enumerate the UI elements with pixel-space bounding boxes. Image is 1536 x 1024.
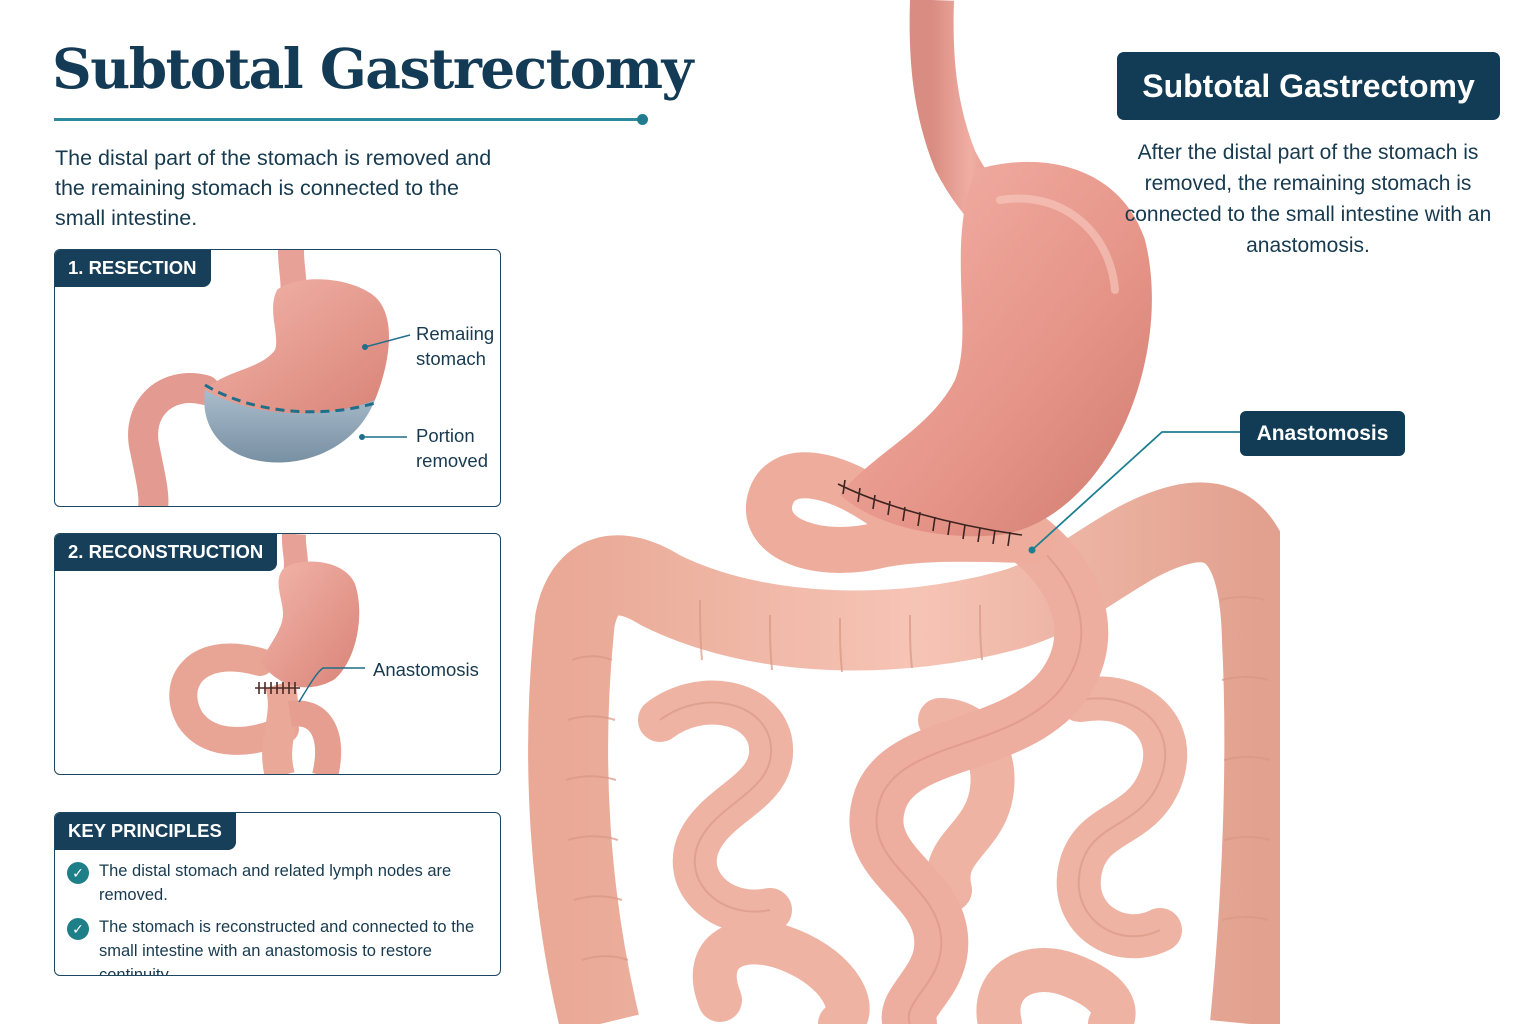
intro-text: The distal part of the stomach is remove…: [55, 146, 492, 230]
reconstruction-panel: 2. RECONSTRUCTION Anastomosis: [54, 533, 501, 775]
principle-item: ✓ The distal stomach and related lymph n…: [67, 859, 494, 907]
main-digestive-illustration: [528, 0, 1280, 1024]
key-principles-tag: KEY PRINCIPLES: [55, 813, 236, 850]
principles-list: ✓ The distal stomach and related lymph n…: [67, 859, 494, 975]
page-title: Subtotal Gastrectomy: [52, 36, 694, 101]
anastomosis-small-label: Anastomosis: [373, 659, 479, 680]
resection-tag: 1. RESECTION: [55, 250, 211, 287]
check-circle-icon: ✓: [67, 862, 89, 884]
key-principles-panel: KEY PRINCIPLES ✓ The distal stomach and …: [54, 812, 501, 976]
remaining-stomach-label: Remaiing stomach: [416, 323, 495, 369]
reconstruction-illustration: [169, 534, 365, 774]
portion-removed-label: Portion removed: [416, 425, 488, 471]
resection-panel: 1. RESECTION Remaiing stomach Portion re…: [54, 249, 501, 507]
main-title-badge: Subtotal Gastrectomy: [1117, 52, 1500, 120]
check-circle-icon: ✓: [67, 918, 89, 940]
main-description: After the distal part of the stomach is …: [1124, 141, 1492, 257]
resection-illustration: [128, 250, 411, 506]
anastomosis-badge: Anastomosis: [1240, 411, 1405, 456]
principle-item: ✓ The stomach is reconstructed and conne…: [67, 915, 494, 975]
title-underline-dot: [637, 114, 648, 125]
title-underline: [54, 118, 642, 121]
reconstruction-tag: 2. RECONSTRUCTION: [55, 534, 278, 571]
